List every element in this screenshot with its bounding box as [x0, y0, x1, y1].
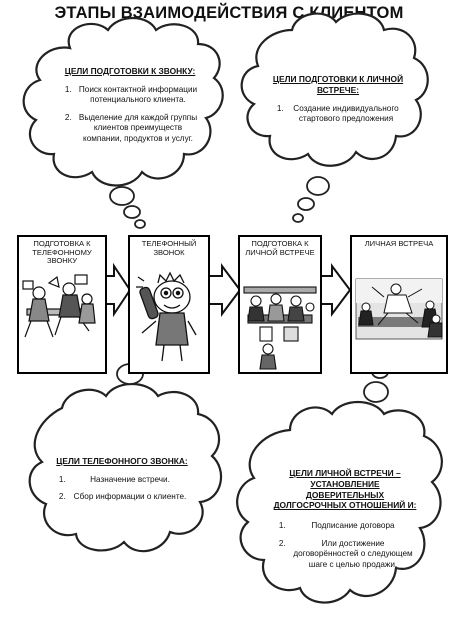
cartoon-phone-caller-illustration — [136, 271, 197, 362]
stage-box-meeting-preparation: ПОДГОТОВКА К ЛИЧНОЙ ВСТРЕЧЕ — [238, 235, 322, 374]
cloud-list-item: Выделение для каждой группы клиентов пре… — [74, 113, 202, 145]
cloud-list-item: Или достижение договорённостей о следующ… — [288, 539, 418, 571]
cloud-heading: ЦЕЛИ ПОДГОТОВКИ К ЛИЧНОЙ ВСТРЕЧЕ: — [272, 74, 404, 95]
office-chaos-illustration — [22, 274, 96, 338]
cloud-bottom-left-text: ЦЕЛИ ТЕЛЕФОННОГО ЗВОНКА: Назначение встр… — [52, 456, 192, 510]
cloud-top-right-text: ЦЕЛИ ПОДГОТОВКИ К ЛИЧНОЙ ВСТРЕЧЕ: Создан… — [270, 74, 406, 132]
arrow-2 — [206, 263, 242, 317]
cloud-list-item: Сбор информации о клиенте. — [68, 492, 192, 503]
stage-label: ПОДГОТОВКА К ЛИЧНОЙ ВСТРЕЧЕ — [245, 239, 315, 257]
stage-label: ПОДГОТОВКА К ТЕЛЕФОННОМУ ЗВОНКУ — [32, 239, 92, 266]
cloud-list: Подписание договора Или достижение догов… — [272, 521, 418, 570]
cloud-bottom-right — [236, 401, 443, 604]
cloud-list-item: Поиск контактной информации потенциально… — [74, 85, 202, 106]
office-team-meeting-illustration — [243, 286, 317, 370]
cloud-list: Поиск контактной информации потенциально… — [58, 85, 202, 145]
cloud-heading: ЦЕЛИ ПОДГОТОВКИ К ЗВОНКУ: — [64, 66, 196, 76]
cloud-bottom-right-text: ЦЕЛИ ЛИЧНОЙ ВСТРЕЧИ – УСТАНОВЛЕНИЕ ДОВЕР… — [272, 468, 418, 577]
stage-label: ЛИЧНАЯ ВСТРЕЧА — [364, 239, 434, 248]
cloud-list-item: Создание индивидуального стартового пред… — [286, 104, 406, 125]
cloud-bottom-left — [28, 383, 222, 553]
stage-label: ТЕЛЕФОННЫЙ ЗВОНОК — [141, 239, 197, 257]
arrow-3 — [317, 263, 352, 317]
cloud-heading: ЦЕЛИ ТЕЛЕФОННОГО ЗВОНКА: — [56, 456, 188, 466]
cloud-list: Создание индивидуального стартового пред… — [270, 104, 406, 125]
cloud-top-left — [22, 17, 224, 187]
stage-box-call-preparation: ПОДГОТОВКА К ТЕЛЕФОННОМУ ЗВОНКУ — [17, 235, 107, 374]
cloud-list: Назначение встречи. Сбор информации о кл… — [52, 475, 192, 503]
business-meeting-photo — [355, 278, 443, 340]
arrow-1 — [102, 262, 132, 318]
stage-box-phone-call: ТЕЛЕФОННЫЙ ЗВОНОК — [128, 235, 210, 374]
cloud-heading: ЦЕЛИ ЛИЧНОЙ ВСТРЕЧИ – УСТАНОВЛЕНИЕ ДОВЕР… — [273, 468, 417, 511]
cloud-top-right — [240, 12, 429, 167]
cloud-list-item: Подписание договора — [288, 521, 418, 532]
cloud-top-left-text: ЦЕЛИ ПОДГОТОВКИ К ЗВОНКУ: Поиск контактн… — [58, 66, 202, 151]
cloud-list-item: Назначение встречи. — [68, 475, 192, 486]
stage-box-personal-meeting: ЛИЧНАЯ ВСТРЕЧА — [350, 235, 448, 374]
bubbles-top-right — [292, 176, 330, 223]
bubbles-top-left — [109, 186, 146, 229]
